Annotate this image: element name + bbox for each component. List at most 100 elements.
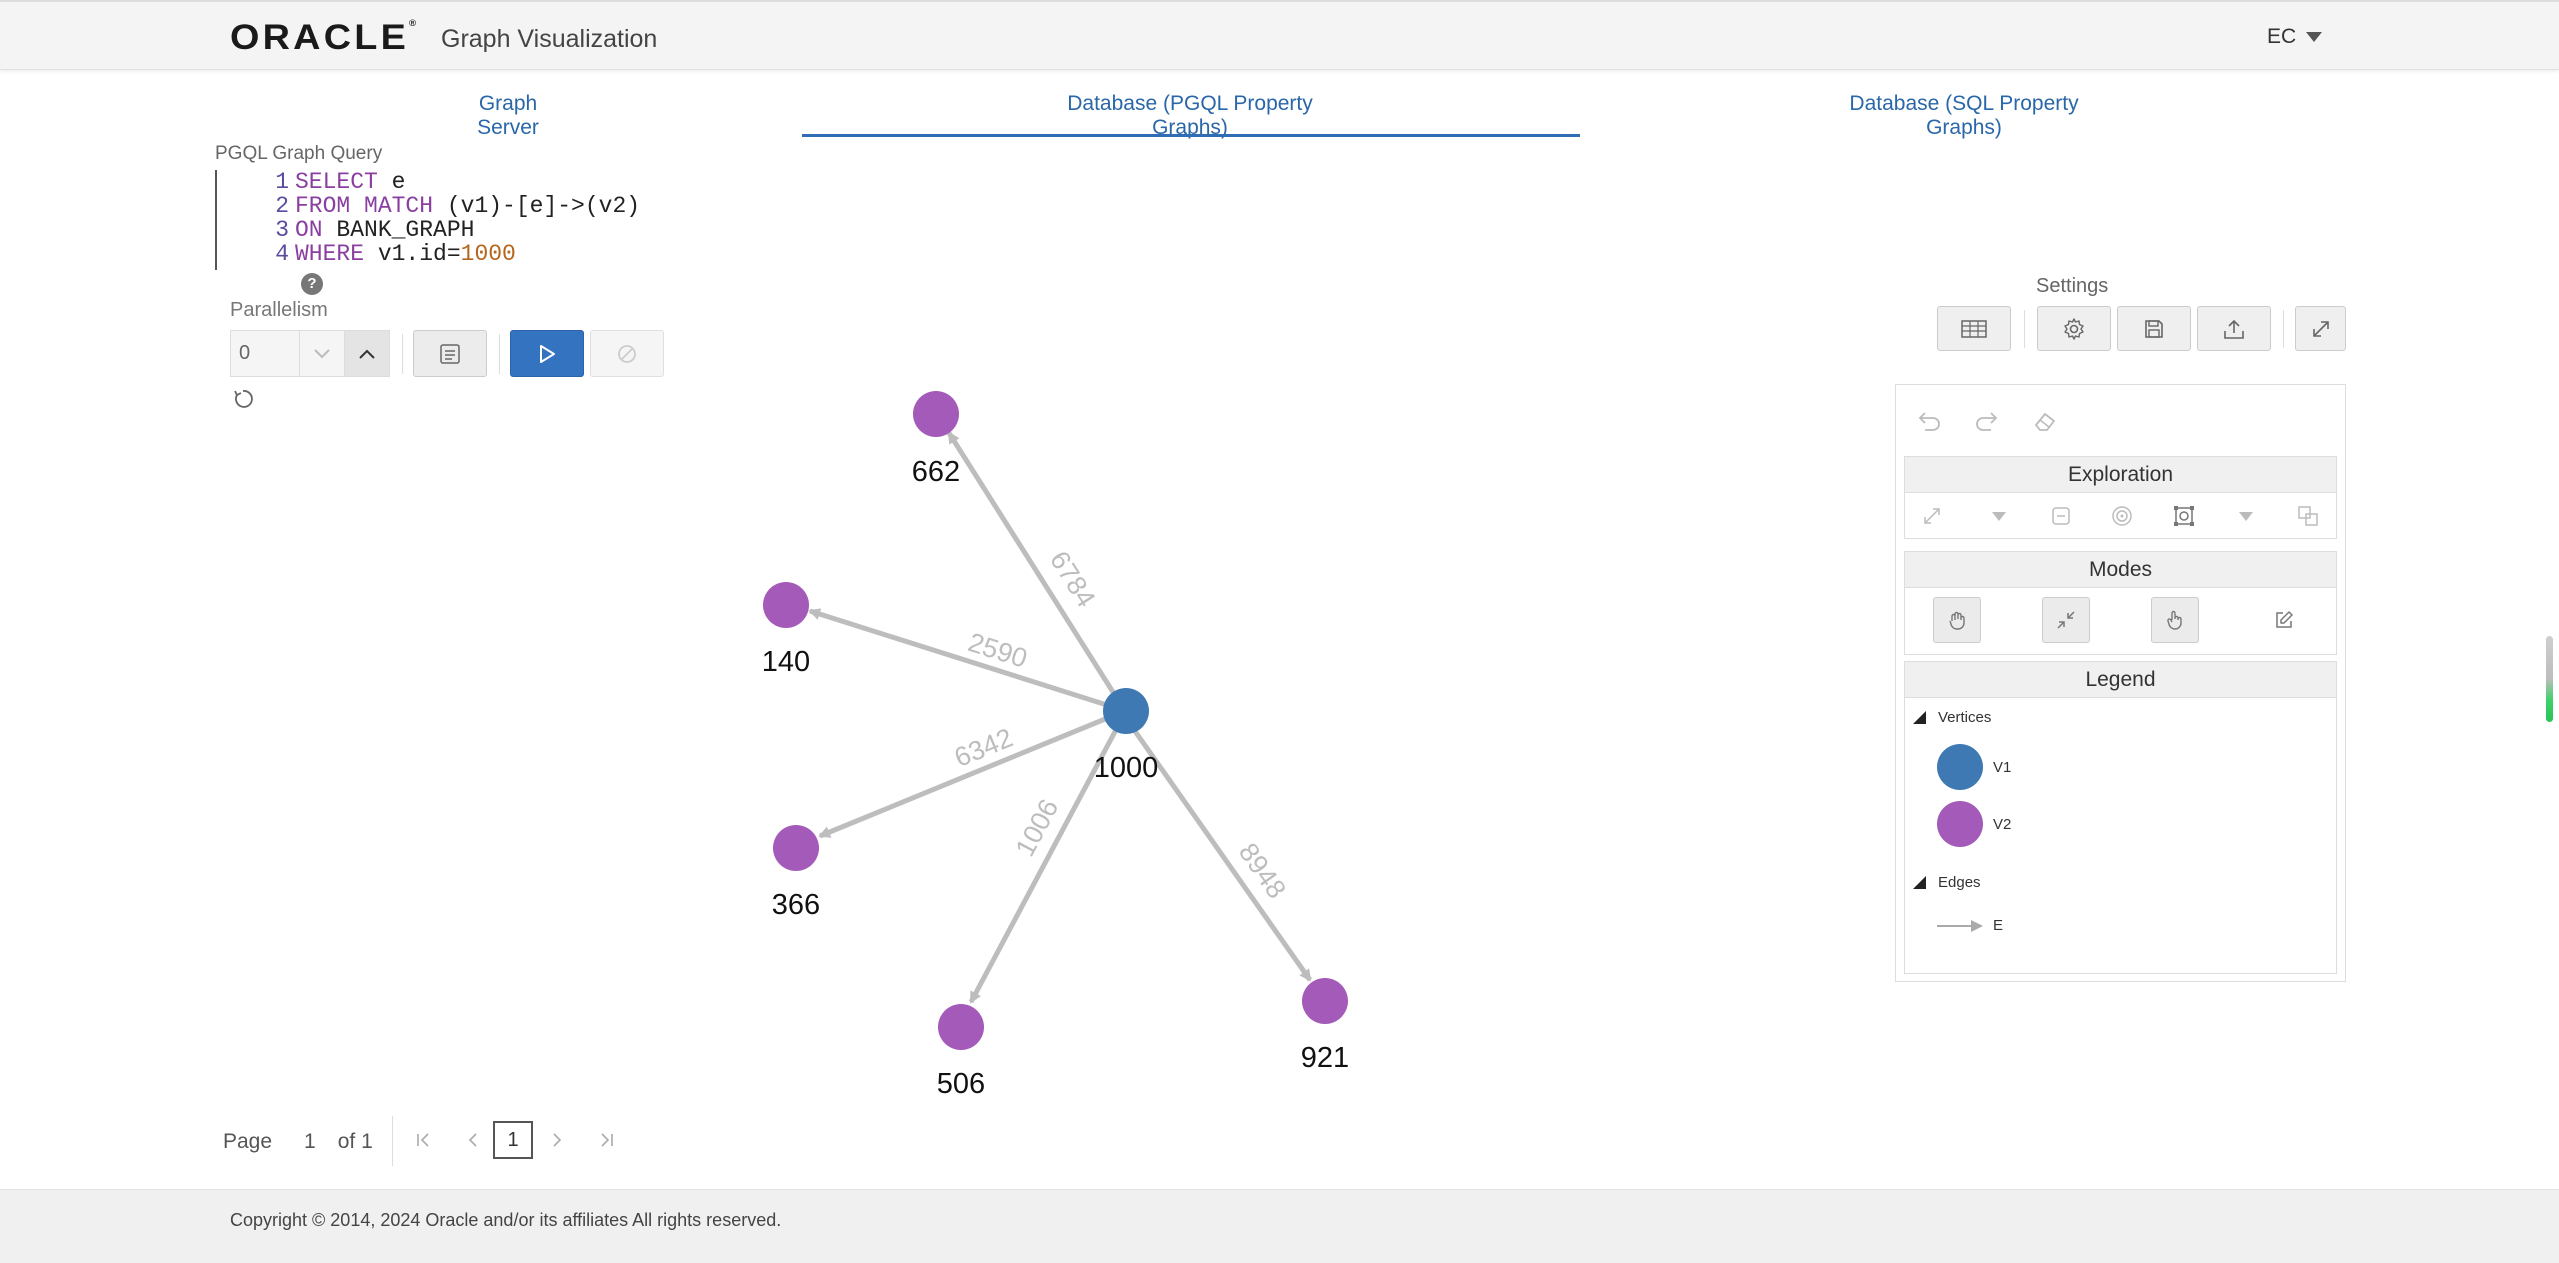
chevron-left-icon	[468, 1133, 477, 1147]
user-initials: EC	[2267, 25, 2297, 48]
legend-label-v1: V1	[1993, 759, 2012, 776]
exploration-header: Exploration	[1905, 457, 2336, 493]
tab-graph-server[interactable]: Graph Server	[477, 92, 539, 139]
next-page-button[interactable]	[545, 1128, 569, 1152]
edit-mode-button[interactable]	[2260, 597, 2308, 643]
graph-edge[interactable]	[968, 724, 1121, 1004]
collapse-triangle-icon	[1913, 711, 1926, 724]
tab-bar: Graph Server Database (PGQL Property Gra…	[0, 92, 2559, 140]
node-label: 921	[1301, 1042, 1349, 1074]
graph-node[interactable]	[773, 825, 819, 871]
upload-icon	[2224, 319, 2244, 339]
legend-vertices-toggle[interactable]: Vertices	[1913, 709, 1991, 726]
graph-node[interactable]	[763, 582, 809, 628]
undo-icon[interactable]	[1915, 410, 1943, 432]
focus-button[interactable]	[2107, 501, 2137, 531]
legend-swatch-v2[interactable]	[1937, 801, 1983, 847]
edge-label: 8948	[1233, 838, 1292, 904]
save-icon	[2145, 319, 2163, 338]
page-total: of 1	[337, 1130, 373, 1153]
reset-icon[interactable]	[231, 387, 255, 411]
graph-edge[interactable]	[1127, 722, 1313, 982]
list-icon	[440, 343, 460, 364]
graph-edge[interactable]	[808, 608, 1111, 709]
graph-edge[interactable]	[946, 431, 1121, 702]
group-icon	[2174, 506, 2194, 526]
help-icon[interactable]: ?	[301, 273, 323, 295]
graph-node-center[interactable]	[1103, 688, 1149, 734]
legend-swatch-v1[interactable]	[1937, 744, 1983, 790]
target-icon	[2112, 506, 2132, 526]
node-label: 662	[912, 456, 960, 488]
graph-node[interactable]	[1302, 978, 1348, 1024]
divider	[2024, 310, 2025, 348]
edge-label: 6342	[950, 722, 1017, 773]
user-menu[interactable]: EC	[2267, 25, 2323, 49]
ungroup-icon	[2298, 506, 2318, 526]
shrink-mode-button[interactable]	[2042, 597, 2090, 643]
last-page-icon	[601, 1133, 613, 1147]
minus-square-icon	[2052, 507, 2070, 525]
eraser-icon[interactable]	[2031, 410, 2059, 432]
scroll-indicator[interactable]	[2546, 636, 2553, 722]
current-page-input[interactable]: 1	[493, 1121, 533, 1159]
divider	[402, 334, 403, 374]
settings-button[interactable]	[2037, 306, 2111, 351]
shrink-icon	[2057, 611, 2075, 629]
group-button[interactable]	[2169, 501, 2199, 531]
pan-mode-button[interactable]	[1933, 597, 1981, 643]
app-header: ORACLE® Graph Visualization EC	[0, 0, 2559, 70]
pointer-hand-icon	[2167, 610, 2182, 630]
edge-label: 1006	[1010, 794, 1065, 861]
legend-edges-toggle[interactable]: Edges	[1913, 874, 1981, 891]
chevron-right-icon	[553, 1133, 562, 1147]
run-query-button[interactable]	[510, 330, 584, 377]
graph-controls-panel	[1895, 384, 2346, 982]
export-button[interactable]	[2197, 306, 2271, 351]
exploration-section: Exploration	[1904, 456, 2337, 539]
fullscreen-button[interactable]	[2295, 306, 2346, 351]
collapse-button[interactable]	[2046, 501, 2076, 531]
expand-icon	[2312, 320, 2329, 337]
node-label: 366	[772, 889, 820, 921]
tab-database-sql[interactable]: Database (SQL Property Graphs)	[1849, 92, 2079, 139]
parallelism-label: Parallelism	[230, 299, 328, 321]
ungroup-button[interactable]	[2293, 501, 2323, 531]
graph-edge[interactable]	[818, 714, 1111, 839]
legend-label-v2: V2	[1993, 816, 2012, 833]
redo-icon[interactable]	[1973, 410, 2001, 432]
select-mode-button[interactable]	[2151, 597, 2199, 643]
edge-label: 6784	[1044, 546, 1101, 613]
expand-dropdown[interactable]	[1984, 501, 2014, 531]
settings-label: Settings	[2036, 275, 2109, 297]
chevron-down-icon	[1992, 511, 2006, 521]
modes-header: Modes	[1905, 552, 2336, 588]
last-page-button[interactable]	[594, 1128, 618, 1152]
table-view-button[interactable]	[1937, 306, 2011, 351]
expand-button[interactable]	[1917, 501, 1947, 531]
graph-node[interactable]	[913, 391, 959, 437]
play-icon	[540, 344, 555, 363]
page-number: 1	[304, 1130, 316, 1153]
tab-database-pgql[interactable]: Database (PGQL Property Graphs)	[1067, 92, 1313, 139]
previous-page-button[interactable]	[461, 1128, 485, 1152]
node-label: 506	[937, 1068, 985, 1100]
legend-edges-label: Edges	[1938, 874, 1981, 891]
divider	[2283, 310, 2284, 348]
graph-canvas[interactable]: 6784 2590 6342 1006 8948 1000 662 140 36…	[700, 360, 1460, 1120]
first-page-button[interactable]	[412, 1128, 436, 1152]
chevron-down-icon	[2306, 32, 2323, 42]
query-history-button[interactable]	[413, 330, 487, 377]
chevron-down-icon	[2239, 511, 2253, 521]
group-dropdown[interactable]	[2231, 501, 2261, 531]
decrement-button[interactable]	[299, 331, 344, 376]
cancel-query-button[interactable]	[590, 330, 664, 377]
increment-button[interactable]	[344, 331, 389, 376]
parallelism-input[interactable]: 0	[239, 342, 251, 364]
graph-node[interactable]	[938, 1004, 984, 1050]
save-button[interactable]	[2117, 306, 2191, 351]
